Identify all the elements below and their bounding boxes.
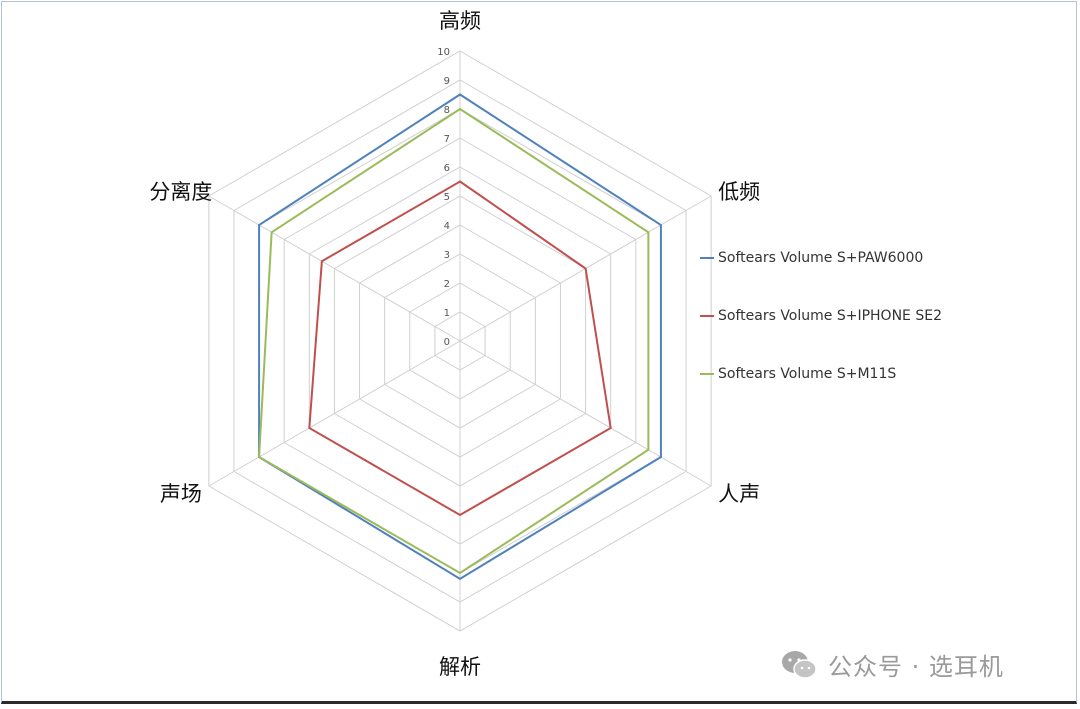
legend-swatch xyxy=(700,257,714,259)
tick-label: 0 xyxy=(444,337,450,348)
tick-label: 2 xyxy=(444,279,450,290)
axis-spoke xyxy=(208,195,461,342)
legend-item: Softears Volume S+IPHONE SE2 xyxy=(700,306,942,326)
tick-label: 8 xyxy=(444,105,450,116)
legend-swatch xyxy=(700,373,714,375)
legend-item: Softears Volume S+M11S xyxy=(700,364,896,384)
tick-label: 3 xyxy=(444,250,450,261)
legend-label: Softears Volume S+IPHONE SE2 xyxy=(718,308,942,324)
series-line xyxy=(308,180,612,517)
series-line xyxy=(258,93,662,580)
tick-label: 10 xyxy=(437,47,450,58)
axis-label: 低频 xyxy=(718,180,760,204)
tick-label: 9 xyxy=(444,76,450,87)
legend-label: Softears Volume S+M11S xyxy=(718,366,897,382)
axis-label: 高频 xyxy=(439,9,481,33)
axis-spoke xyxy=(208,340,461,487)
legend-swatch xyxy=(700,315,714,317)
tick-label: 7 xyxy=(444,134,450,145)
axis-label: 解析 xyxy=(439,655,481,679)
wechat-icon xyxy=(782,650,817,679)
tick-label: 4 xyxy=(444,221,450,232)
tick-label: 5 xyxy=(444,192,450,203)
watermark-text: 公众号 · 选耳机 xyxy=(828,653,1004,681)
axis-spoke xyxy=(459,340,712,487)
legend-item: Softears Volume S+PAW6000 xyxy=(700,248,923,268)
legend-label: Softears Volume S+PAW6000 xyxy=(718,250,924,266)
axis-label: 人声 xyxy=(718,482,760,506)
tick-label: 6 xyxy=(444,163,450,174)
watermark: 公众号 · 选耳机 xyxy=(780,647,1004,682)
tick-label: 1 xyxy=(444,308,450,319)
axis-label: 声场 xyxy=(160,482,202,506)
series-line xyxy=(258,107,650,575)
axis-label: 分离度 xyxy=(149,180,212,204)
